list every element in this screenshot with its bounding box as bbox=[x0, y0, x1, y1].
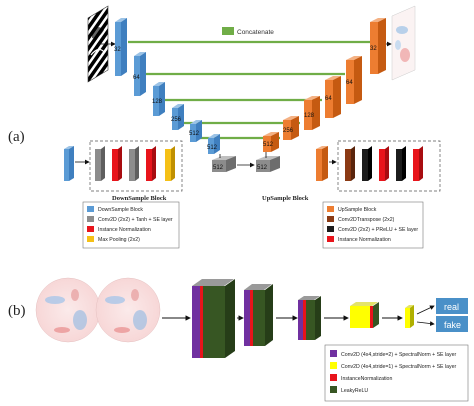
decoder-block-1: 32 bbox=[370, 18, 386, 74]
encoder-channel-label: 128 bbox=[152, 99, 163, 105]
disc-block-2 bbox=[244, 284, 273, 346]
decoder-block-1-a: 64 bbox=[346, 56, 362, 104]
bottleneck-channel-label: 512 bbox=[257, 165, 268, 171]
upsample-legend: UpSample Block Conv2DTranspose (2x2) Con… bbox=[322, 201, 424, 249]
output-fake: fake bbox=[436, 316, 468, 332]
decoder-block-5: 512 bbox=[263, 132, 279, 152]
encoder-block-6: 512 bbox=[207, 134, 220, 154]
encoder-block-4: 256 bbox=[171, 104, 184, 130]
legend-label: Conv2D (2x2) + PReLU + SE layer bbox=[338, 227, 418, 233]
decoder-channel-label: 256 bbox=[283, 128, 294, 134]
decoder-channel-label: 128 bbox=[304, 113, 315, 119]
encoder-blocks: 32 64 128 256 512 bbox=[114, 18, 220, 154]
encoder-block-2: 64 bbox=[133, 52, 146, 96]
upsample-sublayers bbox=[345, 146, 423, 181]
encoder-block-1: 32 bbox=[114, 18, 127, 76]
decoder-channel-label: 64 bbox=[325, 96, 332, 102]
downsample-title: DownSample Block bbox=[112, 195, 167, 202]
legend-label: Conv2DTranspose (2x2) bbox=[338, 217, 395, 223]
concat-legend-swatch bbox=[222, 27, 234, 35]
disc-block-3 bbox=[298, 296, 321, 340]
encoder-block-3: 128 bbox=[152, 82, 165, 116]
output-image bbox=[391, 5, 416, 81]
legend-label: LeakyReLU bbox=[341, 388, 368, 394]
decoder-block-4: 256 bbox=[283, 116, 299, 140]
encoder-channel-label: 512 bbox=[207, 145, 218, 151]
upsample-title: UpSample Block bbox=[262, 195, 309, 202]
encoder-channel-label: 32 bbox=[114, 47, 121, 53]
encoder-channel-label: 512 bbox=[189, 131, 200, 137]
output-real-label: real bbox=[444, 302, 459, 312]
legend-label: Conv2D (2x2) + Tanh + SE layer bbox=[98, 217, 173, 223]
downsample-sublayers bbox=[95, 146, 175, 181]
legend-label: Conv2D (4x4,stride=1) + SpectralNorm + S… bbox=[341, 364, 456, 370]
decoder-blocks: 512 256 128 64 64 bbox=[263, 18, 386, 152]
legend-label: UpSample Block bbox=[338, 207, 377, 213]
encoder-channel-label: 64 bbox=[133, 75, 140, 81]
downsample-block-detail: DownSample Block bbox=[64, 140, 183, 202]
panel-b-label: (b) bbox=[8, 303, 26, 319]
decoder-channel-label: 512 bbox=[263, 142, 274, 148]
decoder-block-2: 64 bbox=[325, 76, 341, 118]
upsample-block-detail: UpSample Block bbox=[262, 140, 441, 202]
legend-label: Conv2D (4x4,stride=2) + SpectralNorm + S… bbox=[341, 352, 456, 358]
output-fake-label: fake bbox=[444, 320, 461, 330]
legend-label: Max Pooling (2x2) bbox=[98, 237, 140, 243]
legend-label: DownSample Block bbox=[98, 207, 143, 213]
input-sphere-2 bbox=[95, 277, 161, 343]
encoder-channel-label: 256 bbox=[171, 117, 182, 123]
bottleneck-blocks: 512 512 bbox=[212, 152, 280, 172]
decoder-block-3: 128 bbox=[304, 96, 320, 130]
discriminator-legend: Conv2D (4x4,stride=2) + SpectralNorm + S… bbox=[324, 344, 469, 402]
bottleneck-block: 512 bbox=[212, 156, 236, 172]
concat-legend-label: Concatenate bbox=[237, 29, 274, 36]
disc-block-5 bbox=[405, 305, 414, 328]
input-sphere-1 bbox=[35, 277, 101, 343]
output-real: real bbox=[436, 298, 468, 314]
legend-label: Instance Normalization bbox=[338, 237, 391, 243]
bottleneck-channel-label: 512 bbox=[213, 165, 224, 171]
bottleneck-block: 512 bbox=[256, 156, 280, 172]
disc-block-4 bbox=[350, 302, 379, 328]
downsample-legend: DownSample Block Conv2D (2x2) + Tanh + S… bbox=[82, 201, 180, 249]
legend-label: InstanceNormalization bbox=[341, 376, 392, 382]
decoder-channel-label: 32 bbox=[370, 46, 377, 52]
disc-block-1 bbox=[192, 279, 235, 358]
legend-label: Instance Normalization bbox=[98, 227, 151, 233]
decoder-channel-label: 64 bbox=[346, 80, 353, 86]
panel-a-label: (a) bbox=[8, 129, 25, 145]
encoder-block-5: 512 bbox=[189, 120, 202, 142]
